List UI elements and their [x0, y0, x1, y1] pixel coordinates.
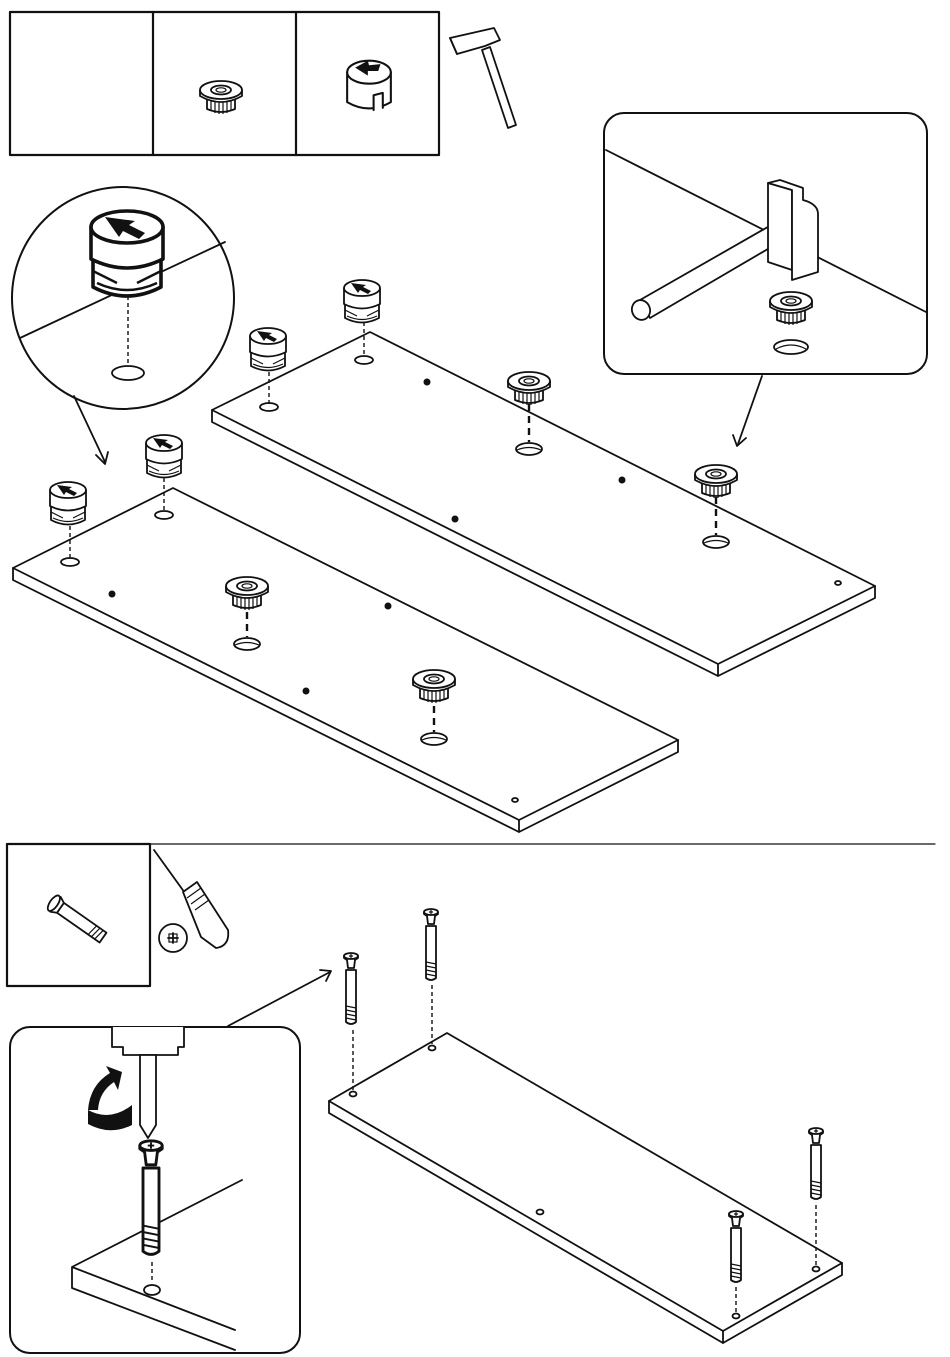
cam-lock [250, 328, 286, 371]
cam-lock [146, 435, 182, 478]
cam-bushing [695, 465, 737, 498]
phillips-screwdriver-icon [154, 850, 228, 952]
cam-lock [344, 280, 380, 323]
dowel-bolt-icon [45, 894, 108, 945]
cam-lock [50, 482, 86, 525]
dowel-bolt [344, 953, 358, 1024]
dowel-bolt [809, 1128, 823, 1199]
parts-box-step-b [7, 844, 150, 986]
zoom-circle-cam-lock [12, 187, 234, 464]
parts-box-step-a [10, 12, 439, 155]
cam-lock-icon [347, 61, 391, 110]
dowel-bolt [424, 909, 438, 980]
board-step-b [329, 909, 842, 1343]
cam-bushing [508, 372, 550, 405]
hammer-icon [450, 28, 516, 128]
cam-bushing [413, 670, 455, 703]
cam-bushing-icon [200, 81, 242, 114]
zoom-box-bolt-screwing [10, 970, 331, 1353]
zoom-box-bushing-hammer [604, 113, 927, 446]
cam-bushing [226, 577, 268, 610]
